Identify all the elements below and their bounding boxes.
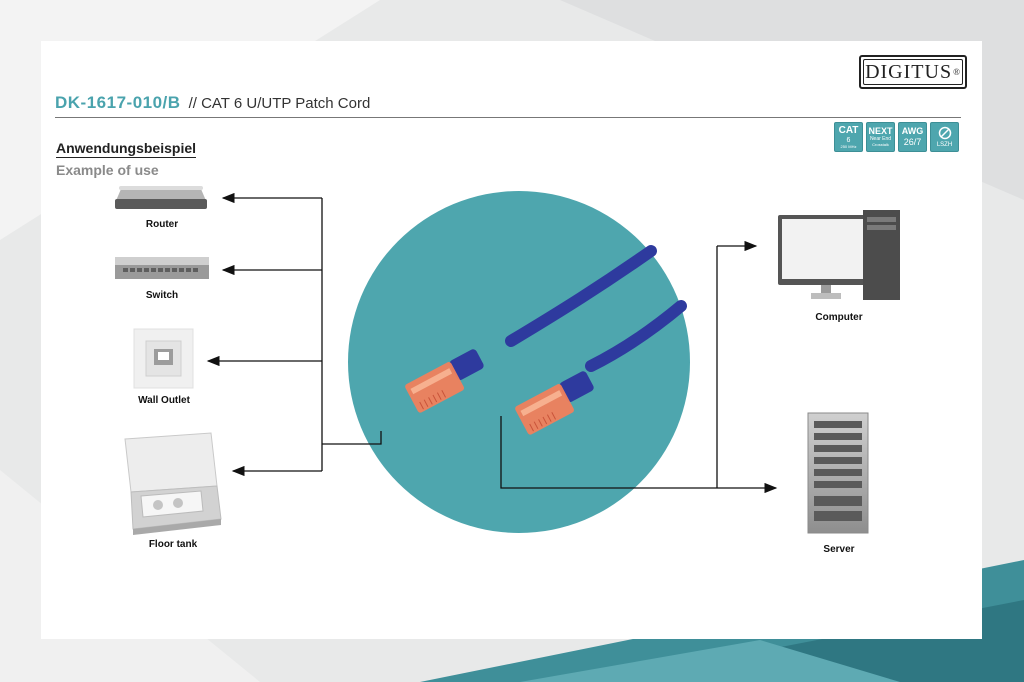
- router-label: Router: [145, 219, 179, 230]
- teal-circle: [348, 191, 690, 533]
- title-row: DK-1617-010/B // CAT 6 U/UTP Patch Cord: [55, 93, 961, 118]
- spec-badges: CAT 6 250 MHz NEXT Near End Crosstalk AW…: [834, 122, 959, 152]
- product-card: DIGITUS® DK-1617-010/B // CAT 6 U/UTP Pa…: [41, 41, 982, 639]
- computer-label: Computer: [815, 312, 863, 323]
- wall-outlet-label: Wall Outlet: [138, 395, 190, 406]
- badge-lszh-sub: LSZH: [936, 142, 953, 148]
- floor-tank-icon: [124, 432, 222, 535]
- patch-cord-image: [348, 191, 690, 533]
- section-subtitle: Example of use: [56, 162, 159, 178]
- wall-outlet-icon: [133, 328, 194, 389]
- product-title: // CAT 6 U/UTP Patch Cord: [188, 95, 371, 112]
- arrow-server: [500, 416, 778, 494]
- connection-diagram: [115, 186, 900, 535]
- switch-label: Switch: [145, 290, 179, 301]
- cable-left: [505, 245, 657, 347]
- badge-cat-top: CAT: [838, 124, 859, 136]
- badge-next-top: NEXT: [868, 126, 893, 136]
- lszh-badge: LSZH: [930, 122, 959, 152]
- line-cable-to-bus: [322, 431, 382, 445]
- cat6-badge: CAT 6 250 MHz: [834, 122, 863, 152]
- switch-icon: [115, 257, 209, 279]
- badge-next-sub: Near End: [869, 136, 892, 142]
- computer-icon: [778, 210, 900, 300]
- badge-cat-small: 250 MHz: [840, 143, 857, 149]
- router-icon: [115, 186, 207, 209]
- awg-badge: AWG 26/7: [898, 122, 927, 152]
- connection-lines: [206, 192, 778, 494]
- badge-next-small: Crosstalk: [872, 142, 889, 147]
- server-label: Server: [823, 544, 855, 555]
- badge-awg-top: AWG: [901, 126, 924, 136]
- badge-awg-sub: 26/7: [903, 137, 922, 147]
- badge-cat-sub: 6: [846, 136, 851, 144]
- connector-right: [515, 371, 594, 435]
- server-icon: [807, 412, 869, 534]
- halogen-free-icon: [938, 126, 951, 140]
- next-badge: NEXT Near End Crosstalk: [866, 122, 895, 152]
- connector-left: [405, 349, 484, 413]
- product-code: DK-1617-010/B: [55, 93, 181, 112]
- floor-tank-label: Floor tank: [148, 539, 198, 550]
- digitus-logo: DIGITUS®: [859, 55, 967, 89]
- section-title: Anwendungsbeispiel: [56, 140, 197, 158]
- cable-right: [585, 300, 687, 372]
